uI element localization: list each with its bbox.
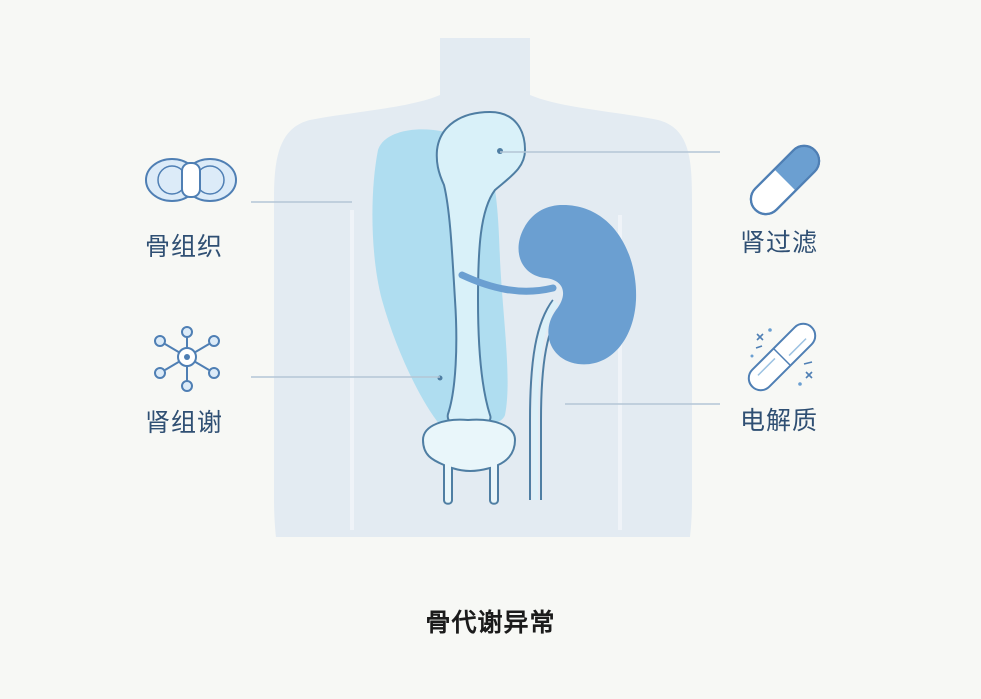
- label-electrolytes: 电解质: [740, 406, 819, 435]
- label-bone-tissue: 骨组织: [145, 232, 224, 261]
- ureter-outline-left: [529, 299, 554, 500]
- knee-joint: [421, 418, 517, 505]
- sparkle-capsule-icon: [747, 322, 817, 392]
- label-renal-filtration: 肾过滤: [740, 228, 819, 257]
- label-kidney-metabolism: 肾组谢: [145, 408, 224, 437]
- capsule-pill-icon: [749, 144, 821, 216]
- renal-vessel: [458, 271, 557, 295]
- diagram-caption: 骨代谢异常: [425, 608, 556, 637]
- molecule-network-icon: [154, 326, 220, 392]
- cell-pair-icon: [145, 158, 237, 202]
- femur-bone: [435, 110, 527, 430]
- ureter-fill: [532, 300, 559, 500]
- bone-pointer-dot: [497, 148, 503, 154]
- kidney: [518, 204, 637, 365]
